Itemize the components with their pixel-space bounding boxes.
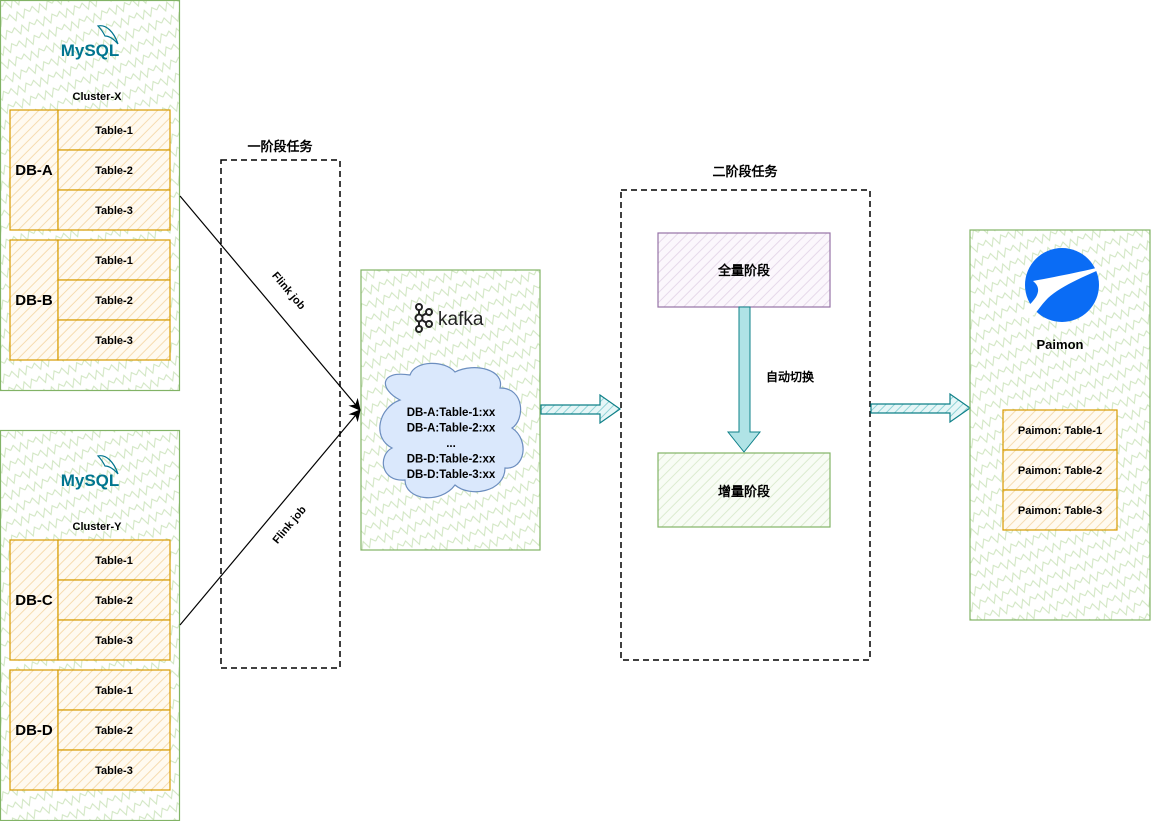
database-box	[9, 239, 59, 361]
table-box	[57, 109, 171, 151]
paimon-label: Paimon	[1037, 337, 1084, 352]
table-box	[57, 539, 171, 581]
incremental-phase-label: 增量阶段	[718, 484, 770, 499]
mysql-logo-icon: MySQL	[61, 25, 120, 60]
kafka-logo-text: kafka	[438, 309, 484, 330]
table-label: Table-2	[95, 595, 133, 607]
table-label: Table-2	[95, 295, 133, 307]
table-label: Table-3	[95, 335, 133, 347]
cluster-label: Cluster-X	[73, 91, 123, 103]
svg-text:MySQL: MySQL	[61, 41, 120, 60]
svg-text:MySQL: MySQL	[61, 471, 120, 490]
table-label: Table-1	[95, 125, 133, 137]
table-box	[57, 709, 171, 751]
database-box	[9, 669, 59, 791]
stage2-label: 二阶段任务	[712, 164, 778, 179]
paimon-table-box	[1002, 449, 1118, 491]
paimon-table-label: Paimon: Table-3	[1018, 505, 1102, 517]
topic-label: DB-A:Table-1:xx	[407, 407, 496, 419]
arrow-kafka-to-stage2	[540, 393, 622, 425]
table-box	[57, 319, 171, 361]
database-label: DB-C	[15, 592, 53, 609]
table-box	[57, 579, 171, 621]
table-label: Table-1	[95, 255, 133, 267]
table-box	[57, 239, 171, 281]
table-label: Table-3	[95, 205, 133, 217]
table-label: Table-3	[95, 765, 133, 777]
table-label: Table-3	[95, 635, 133, 647]
flink-edge-1	[179, 195, 361, 411]
table-box	[57, 749, 171, 791]
kafka-logo-icon	[414, 303, 433, 333]
table-box	[57, 189, 171, 231]
auto-switch-arrow	[726, 306, 762, 453]
incremental-phase-box	[657, 452, 831, 528]
topic-label: DB-D:Table-2:xx	[407, 454, 496, 466]
stage1-box	[220, 159, 341, 669]
topics-cloud	[379, 362, 524, 499]
flink-edge-label-1: Flink job	[269, 270, 307, 313]
database-box	[9, 109, 59, 231]
table-label: Table-1	[95, 555, 133, 567]
paimon-table-box	[1002, 489, 1118, 531]
flink-edge-2	[179, 409, 361, 626]
table-box	[57, 149, 171, 191]
mysql-logo-icon: MySQL	[61, 455, 120, 490]
table-box	[57, 279, 171, 321]
cluster-label: Cluster-Y	[73, 521, 123, 533]
paimon-logo-icon	[1010, 248, 1112, 322]
database-label: DB-D	[15, 722, 53, 739]
database-label: DB-A	[15, 162, 53, 179]
paimon-table-label: Paimon: Table-1	[1018, 425, 1102, 437]
full-phase-label: 全量阶段	[717, 263, 770, 278]
table-label: Table-1	[95, 685, 133, 697]
topic-label: DB-D:Table-3:xx	[407, 469, 496, 481]
paimon-table-label: Paimon: Table-2	[1018, 465, 1102, 477]
topic-label: ...	[446, 438, 456, 450]
stage2-box	[620, 189, 871, 661]
arrow-stage2-to-paimon	[870, 392, 972, 424]
paimon-table-box	[1002, 409, 1118, 451]
stage1-label: 一阶段任务	[247, 139, 313, 154]
database-label: DB-B	[15, 292, 53, 309]
table-label: Table-2	[95, 725, 133, 737]
auto-switch-label: 自动切换	[766, 369, 815, 384]
topic-label: DB-A:Table-2:xx	[407, 423, 496, 435]
table-box	[57, 619, 171, 661]
table-label: Table-2	[95, 165, 133, 177]
